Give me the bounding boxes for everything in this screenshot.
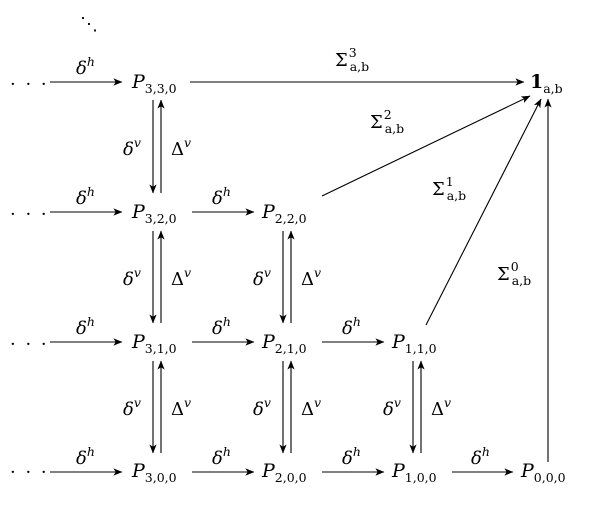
label-dh-row1: δh	[76, 314, 95, 339]
label-dh-P210-P110: δh	[342, 314, 361, 339]
label-dv-P320-P310: δv	[123, 265, 141, 290]
ellipsis-row3: · · ·	[10, 74, 49, 95]
arrow-sigma1	[425, 98, 542, 326]
label-dv-P220-P210: δv	[253, 265, 271, 290]
node-P100: P1,0,0	[391, 460, 437, 485]
label-dv-P210-P200: δv	[253, 395, 271, 420]
label-dh-P310-P210: δh	[212, 314, 231, 339]
label-dh-P320-P220: δh	[212, 184, 231, 209]
label-Dv-P300-P310: Δv	[171, 395, 191, 420]
label-dv-P110-P100: δv	[383, 395, 401, 420]
label-dh-row0: δh	[76, 444, 95, 469]
label-dh-P200-P100: δh	[342, 444, 361, 469]
label-Dv-P320-P330: Δv	[171, 135, 191, 160]
node-P310: P3,1,0	[131, 331, 177, 356]
label-dh-row2: δh	[76, 184, 95, 209]
node-P220: P2,2,0	[261, 201, 307, 226]
label-dh-row3: δh	[76, 54, 95, 79]
label-Dv-P210-P220: Δv	[301, 265, 321, 290]
node-one-ab: 1a,b	[530, 71, 563, 96]
label-dh-P100-P000: δh	[471, 444, 490, 469]
node-P200: P2,0,0	[261, 460, 307, 485]
ellipsis-row0: · · ·	[10, 462, 49, 483]
node-P330: P3,3,0	[131, 71, 177, 96]
label-dh-P300-P200: δh	[212, 444, 231, 469]
node-P110: P1,1,0	[391, 331, 437, 356]
diagonal-dots: ⋱	[80, 14, 98, 35]
node-P000: P0,0,0	[520, 460, 566, 485]
node-P210: P2,1,0	[261, 331, 307, 356]
label-dv-P310-P300: δv	[123, 395, 141, 420]
node-P320: P3,2,0	[131, 201, 177, 226]
ellipsis-row2: · · ·	[10, 204, 49, 225]
label-Dv-P100-P110: Δv	[431, 395, 451, 420]
label-Dv-P200-P210: Δv	[301, 395, 321, 420]
label-dv-P330-P320: δv	[123, 135, 141, 160]
label-Dv-P310-P320: Δv	[171, 265, 191, 290]
arrow-sigma2	[321, 95, 531, 197]
node-P300: P3,0,0	[131, 460, 177, 485]
ellipsis-row1: · · ·	[10, 334, 49, 355]
